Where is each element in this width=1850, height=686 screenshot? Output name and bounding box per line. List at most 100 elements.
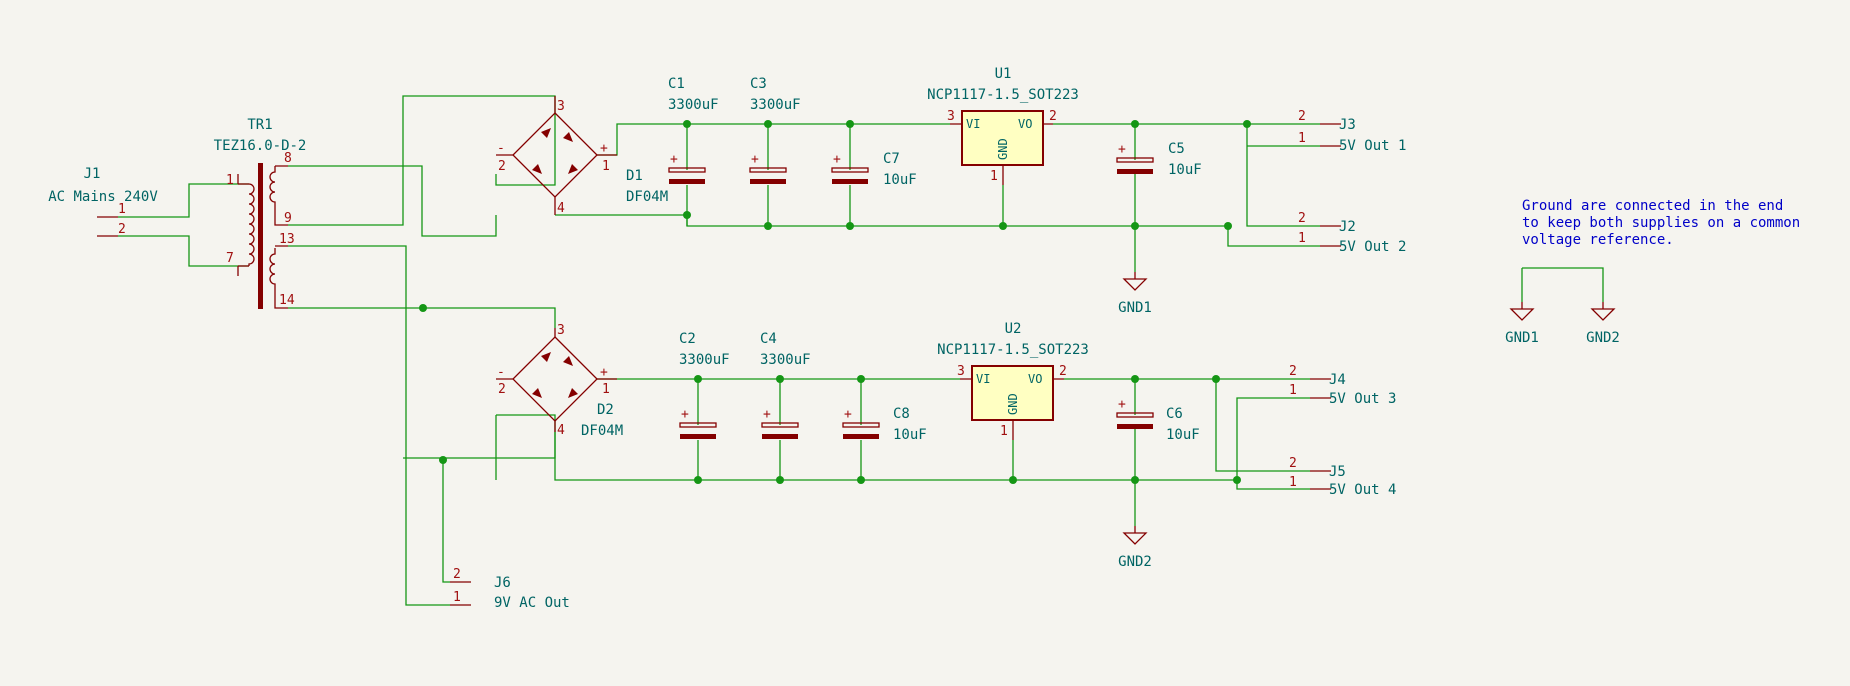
transformer-tr1: TR1 TEZ16.0-D-2 1 7 8 9 13 14 [214,117,307,309]
c6-plus: + [1118,397,1126,412]
c1-plus: + [670,152,678,167]
tr1-pin13: 13 [279,232,295,247]
gnd2-symbol: GND2 [1118,526,1152,570]
capacitor-c2: + C2 3300uF [679,331,730,439]
c8-plus: + [844,407,852,422]
c6-value: 10uF [1166,427,1200,443]
j1-pin2: 2 [118,222,126,237]
connector-j2: 2 1 J2 5V Out 2 [1298,211,1406,255]
j2-ref: J2 [1339,219,1356,235]
j6-value: 9V AC Out [494,595,570,611]
d2-pin4: 4 [557,423,565,438]
c6-ref: C6 [1166,406,1183,422]
u1-pin3: 3 [947,109,955,124]
d1-pin3: 3 [557,99,565,114]
u1-vo: VO [1018,117,1032,131]
connector-j5: 2 1 J5 5V Out 4 [1289,456,1396,498]
j2-value: 5V Out 2 [1339,239,1406,255]
j6-pin2: 2 [453,567,461,582]
c3-ref: C3 [750,76,767,92]
note-line2: to keep both supplies on a common [1522,215,1800,231]
d1-pin4: 4 [557,201,565,216]
u2-value: NCP1117-1.5_SOT223 [937,342,1089,358]
c5-plus: + [1118,142,1126,157]
capacitor-c5: + C5 10uF [1116,141,1202,178]
c5-value: 10uF [1168,162,1202,178]
u1-vi: VI [966,117,980,131]
d2-pin1: 1 [602,382,610,397]
j3-value: 5V Out 1 [1339,138,1406,154]
u2-pin2: 2 [1059,364,1067,379]
u2-ref: U2 [1005,321,1022,337]
c4-ref: C4 [760,331,777,347]
tr1-ref: TR1 [247,117,272,133]
c3-value: 3300uF [750,97,801,113]
c4-value: 3300uF [760,352,811,368]
d1-plus: + [600,141,608,156]
j4-value: 5V Out 3 [1329,391,1396,407]
bridge-rectifier-d2: 3 4 2 1 - + D2 DF04M [496,323,623,439]
c4-plus: + [763,407,771,422]
d1-ref: D1 [626,168,643,184]
d1-value: DF04M [626,189,668,205]
u1-ref: U1 [995,66,1012,82]
j4-ref: J4 [1329,372,1346,388]
d1-pin2: 2 [498,159,506,174]
c7-plus: + [833,152,841,167]
connector-j3: 2 1 J3 5V Out 1 [1298,109,1406,154]
c5-ref: C5 [1168,141,1185,157]
c1-ref: C1 [668,76,685,92]
j1-pin1: 1 [118,202,126,217]
u1-pin2: 2 [1049,109,1057,124]
capacitor-c6: + C6 10uF [1116,397,1200,443]
d1-minus: - [497,141,505,156]
d1-pin1: 1 [602,159,610,174]
d2-pin3: 3 [557,323,565,338]
note-gnd2-label: GND2 [1586,330,1620,346]
j4-pin2: 2 [1289,364,1297,379]
j2-pin1: 1 [1298,231,1306,246]
capacitor-c8: + C8 10uF [842,406,927,443]
connector-j4: 2 1 J4 5V Out 3 [1289,364,1396,407]
u2-vi: VI [976,372,990,386]
connector-j1: J1 AC Mains 240V 1 2 [48,166,158,237]
tr1-pin8: 8 [284,151,292,166]
j3-ref: J3 [1339,117,1356,133]
j5-pin1: 1 [1289,475,1297,490]
j5-value: 5V Out 4 [1329,482,1396,498]
ground-note: Ground are connected in the end to keep … [1505,198,1800,346]
d2-pin2: 2 [498,382,506,397]
j6-ref: J6 [494,575,511,591]
c3-plus: + [751,152,759,167]
c2-value: 3300uF [679,352,730,368]
tr1-pin7: 7 [226,251,234,266]
junction-dots [419,120,1251,484]
c8-ref: C8 [893,406,910,422]
tr1-pin9: 9 [284,211,292,226]
u1-pin1: 1 [990,169,998,184]
c2-ref: C2 [679,331,696,347]
j5-pin2: 2 [1289,456,1297,471]
gnd2-label: GND2 [1118,554,1152,570]
c7-value: 10uF [883,172,917,188]
j6-pin1: 1 [453,590,461,605]
d2-value: DF04M [581,423,623,439]
u2-vo: VO [1028,372,1042,386]
note-gnd1-label: GND1 [1505,330,1539,346]
gnd1-symbol: GND1 [1118,272,1152,316]
bridge-rectifier-d1: 3 4 2 1 - + D1 DF04M [496,96,668,216]
capacitor-c4: + C4 3300uF [760,331,811,439]
gnd1-label: GND1 [1118,300,1152,316]
capacitor-c1: + C1 3300uF [668,76,719,184]
note-line1: Ground are connected in the end [1522,198,1783,214]
tr1-pin14: 14 [279,293,295,308]
u1-gnd: GND [996,138,1010,160]
j4-pin1: 1 [1289,383,1297,398]
d2-ref: D2 [597,402,614,418]
connector-j6: 2 1 J6 9V AC Out [450,567,570,611]
note-line3: voltage reference. [1522,232,1674,248]
j3-pin1: 1 [1298,131,1306,146]
tr1-value: TEZ16.0-D-2 [214,138,307,154]
c8-value: 10uF [893,427,927,443]
